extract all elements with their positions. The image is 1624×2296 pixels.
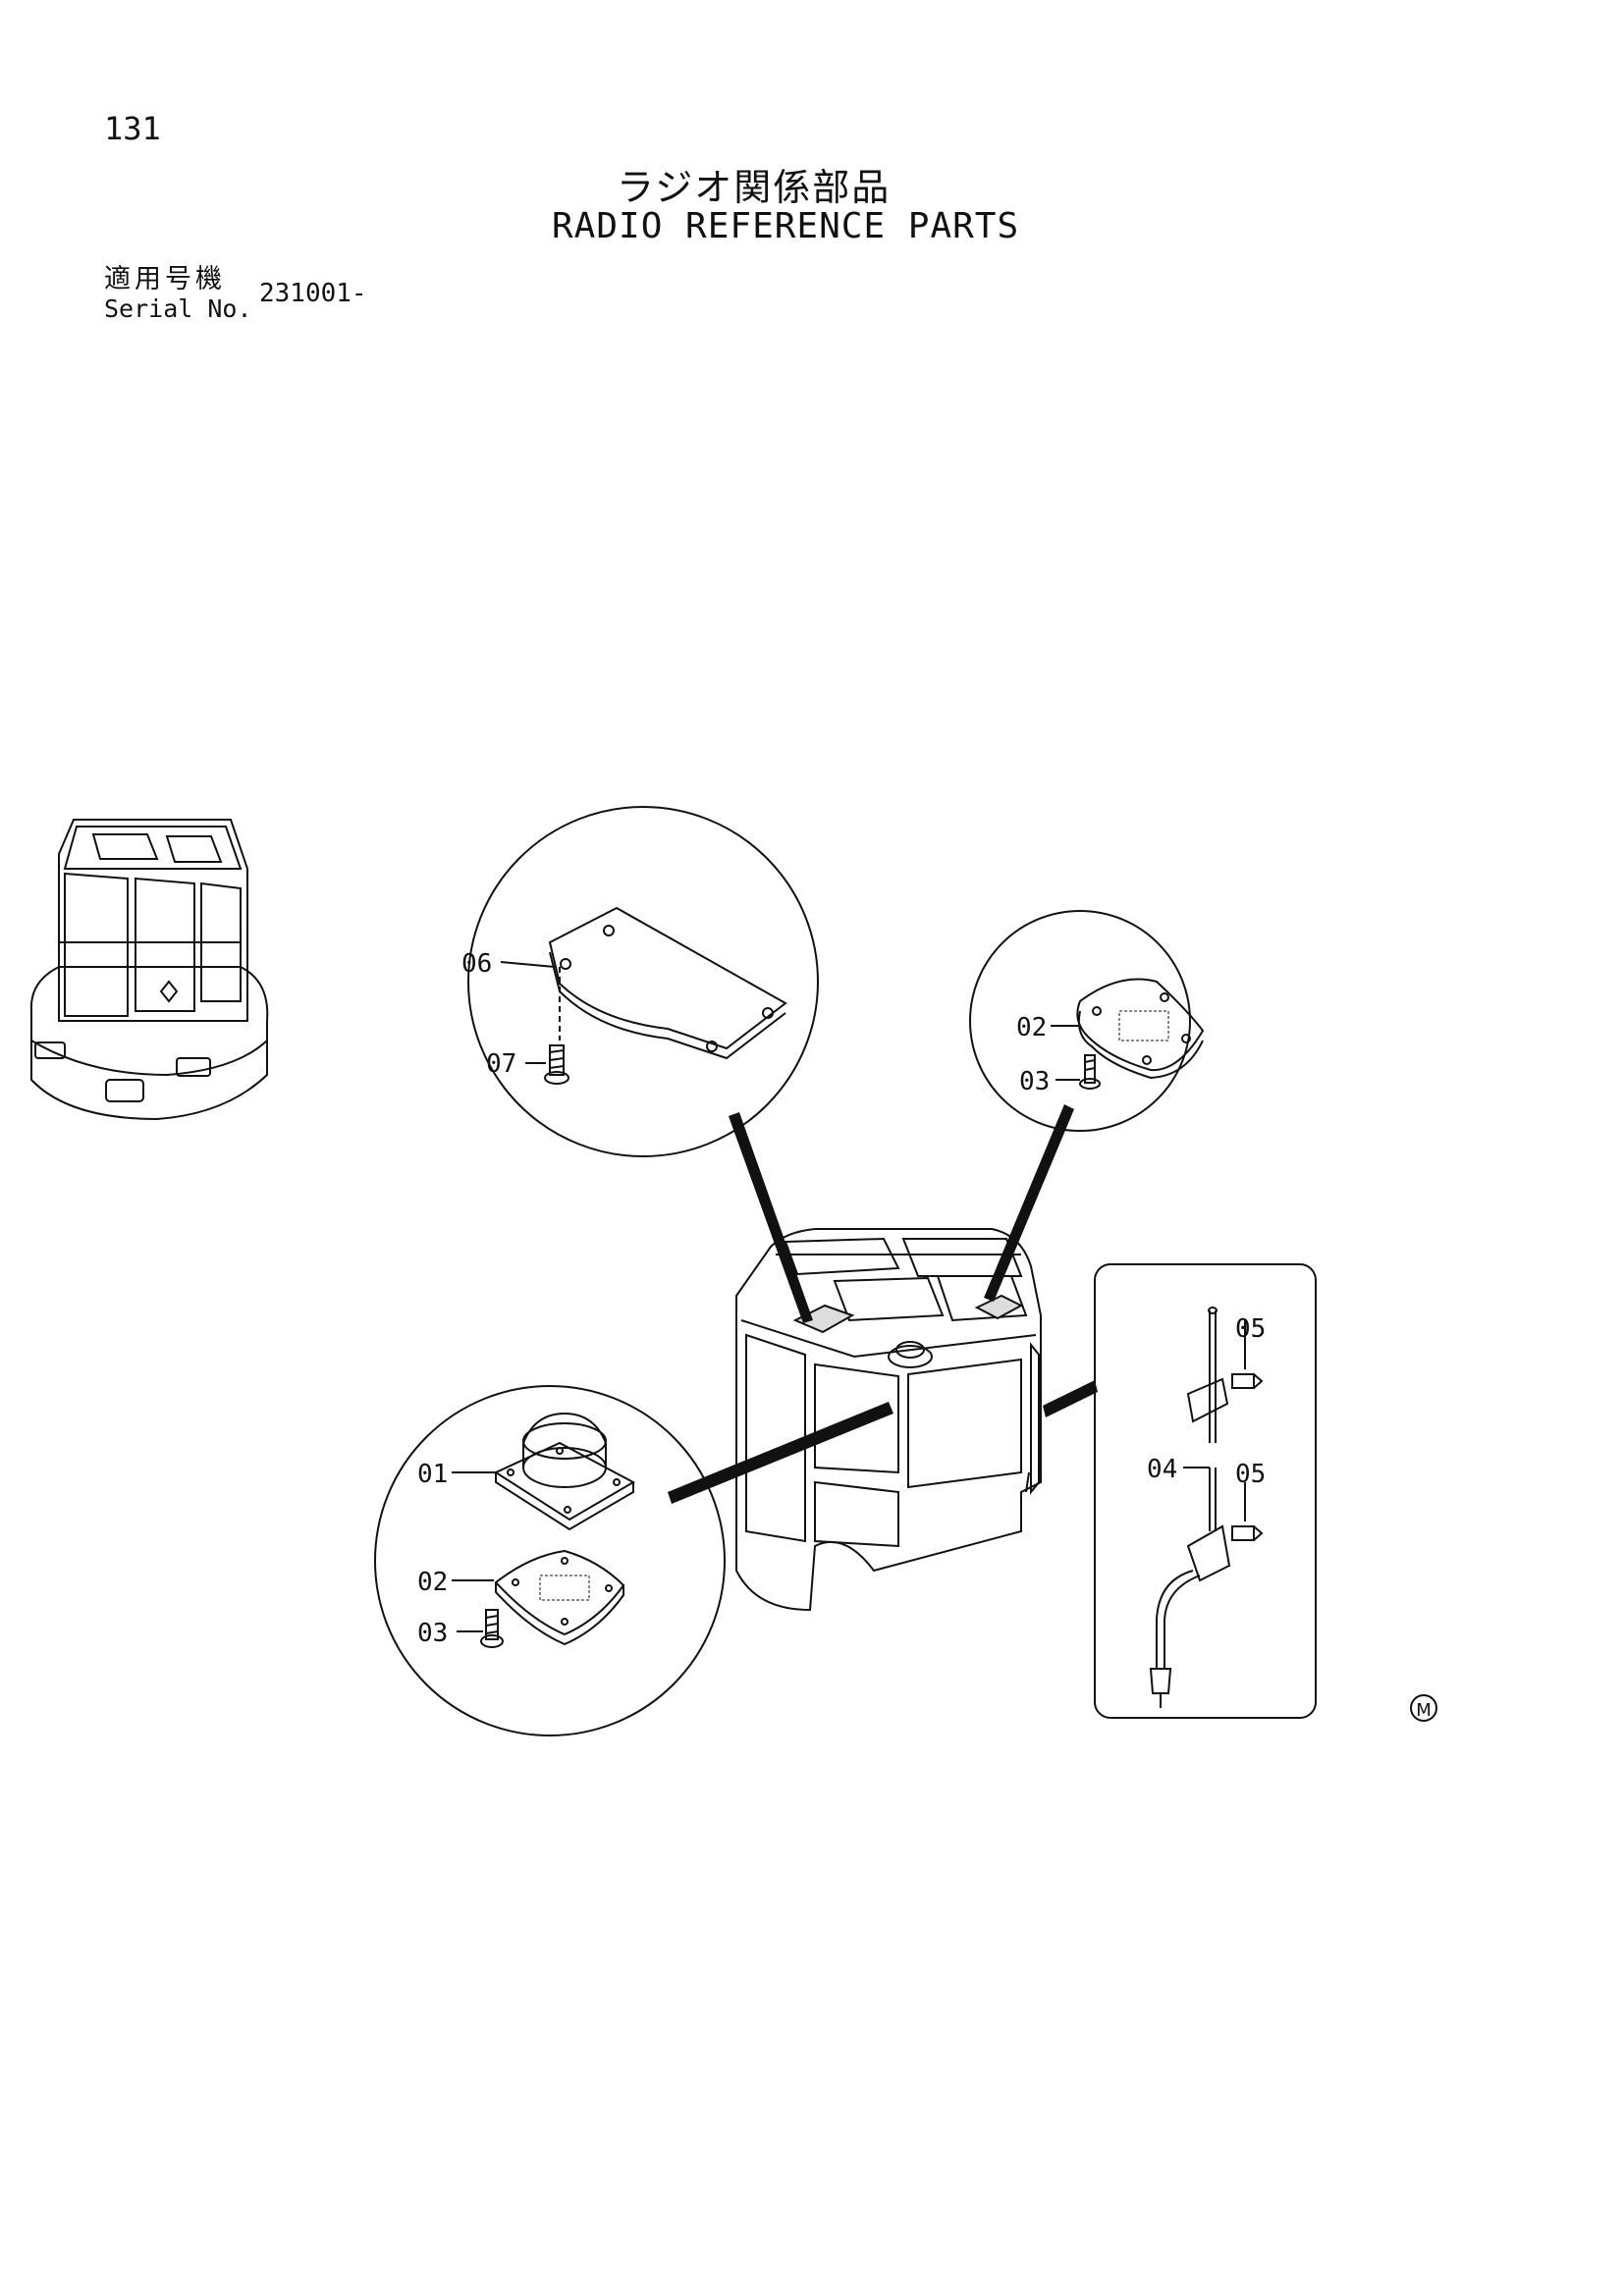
page-number: 131 xyxy=(104,110,161,147)
page-title-english: RADIO REFERENCE PARTS xyxy=(552,206,1020,246)
bolt-07-illustration xyxy=(544,1044,569,1085)
serial-label-japanese: 適用号機 xyxy=(104,264,226,294)
main-cab-illustration xyxy=(735,1228,1042,1612)
serial-number-value: 231001- xyxy=(259,279,367,308)
callout-01: 01 xyxy=(417,1460,448,1489)
overview-cab-illustration xyxy=(29,819,269,1121)
callout-03-top: 03 xyxy=(1019,1067,1050,1096)
serial-label-english: Serial No. xyxy=(104,294,252,323)
screw-03-top-illustration xyxy=(1079,1054,1101,1090)
mark-letter: M xyxy=(1416,1700,1432,1721)
antenna-detail-frame xyxy=(1094,1263,1317,1719)
detail-circle-speaker-assembly xyxy=(374,1385,726,1736)
mark-circle xyxy=(1410,1694,1437,1722)
callout-03-bottom: 03 xyxy=(417,1619,448,1648)
speaker-unit-illustration xyxy=(493,1412,636,1531)
detail-circle-speaker-cover-top xyxy=(969,910,1191,1132)
antenna-upper-illustration xyxy=(1186,1307,1264,1443)
antenna-lower-illustration xyxy=(1149,1468,1264,1708)
cover-plate-illustration xyxy=(548,906,787,1060)
screw-03-bottom-illustration xyxy=(480,1609,504,1648)
callout-02-top: 02 xyxy=(1016,1013,1047,1042)
speaker-cover-top-illustration xyxy=(1076,978,1205,1080)
callout-04: 04 xyxy=(1147,1455,1177,1484)
callout-02-bottom: 02 xyxy=(417,1568,448,1597)
callout-05-top: 05 xyxy=(1235,1314,1266,1344)
detail-circle-cover-plate xyxy=(467,806,819,1157)
page-title-japanese: ラジオ関係部品 xyxy=(617,166,892,209)
callout-07: 07 xyxy=(486,1049,516,1079)
speaker-cover-bottom-illustration xyxy=(494,1549,625,1646)
callout-06: 06 xyxy=(461,949,492,979)
callout-05-bottom: 05 xyxy=(1235,1460,1266,1489)
